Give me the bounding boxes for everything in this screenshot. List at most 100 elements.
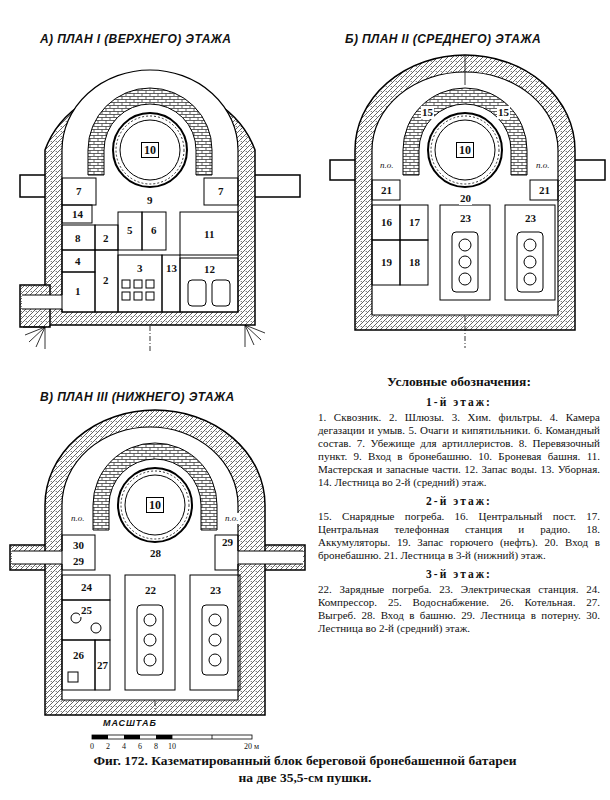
plan-upper-floor-part-part (188, 280, 206, 306)
plan-upper-floor-part-part (204, 178, 238, 205)
plan-upper-floor-part-part (212, 280, 230, 306)
plan-upper-floor-part (120, 120, 180, 180)
plan-middle-floor-part (372, 180, 558, 300)
turret-number: 10 (146, 497, 164, 513)
plan-middle-floor-part-part (459, 239, 471, 251)
plan-upper-floor (20, 70, 300, 352)
plan-middle-floor-part-part (372, 240, 400, 285)
plan-lower-floor-part (125, 475, 185, 535)
plan-lower-floor-part-part (68, 672, 78, 682)
scale-number: 0 (90, 742, 94, 751)
plan-middle-floor (330, 55, 605, 348)
plan-lower-floor-part-part (202, 605, 228, 675)
scale-number: 8 (154, 742, 158, 751)
plan-upper-floor-part (116, 116, 184, 184)
callout-number: 28 (149, 547, 162, 560)
plan-lower-floor-part-part (144, 654, 156, 666)
scale-number: 10 (168, 742, 176, 751)
callout-number: 14 (71, 208, 84, 221)
plan-middle-floor-part-part (524, 239, 536, 251)
plan-upper-floor-part-part (146, 280, 154, 288)
callout-number: 11 (203, 228, 215, 241)
plan-lower-floor-part (236, 551, 303, 564)
turret-number: 10 (456, 142, 474, 158)
plan-upper-floor-part (150, 326, 151, 352)
plan-upper-floor-part-part (95, 250, 118, 312)
plan-middle-floor-part (435, 120, 495, 180)
callout-number: 4 (74, 255, 82, 268)
callout-number: 23 (209, 584, 222, 597)
callout-number: 1 (74, 285, 82, 298)
callout-number: 25 (80, 604, 93, 617)
callout-number: 12 (203, 263, 216, 276)
turret-number: 10 (141, 142, 159, 158)
legend-text: 15. Снарядные погреба. 16. Центральный п… (318, 510, 600, 562)
callout-number: 23 (459, 212, 472, 225)
scale-number: 4 (122, 742, 126, 751)
plan-lower-floor-part-part (209, 614, 221, 626)
wall-note: п.о. (379, 160, 395, 171)
armored-turret: 10 (117, 467, 193, 543)
plan-upper-floor-part-part (95, 225, 118, 250)
plan-upper-floor-part (23, 327, 45, 349)
plan-middle-floor-part (465, 55, 466, 85)
plan-lower-floor-part-part (215, 535, 238, 570)
armored-turret: 10 (427, 112, 503, 188)
plan-upper-floor-part-part (146, 292, 154, 300)
plan-heading: Б) ПЛАН II (СРЕДНЕГО) ЭТАЖА (345, 32, 541, 46)
plan-heading: В) ПЛАН III (НИЖНЕГО) ЭТАЖА (40, 390, 235, 404)
callout-number: 29 (72, 555, 85, 568)
callout-number: 17 (408, 216, 421, 229)
scale-bar-part (172, 735, 212, 739)
callout-number: 15 (497, 106, 510, 119)
scale-bar (92, 735, 252, 739)
plan-middle-floor-part-part (400, 205, 428, 240)
armored-turret: 10 (112, 112, 188, 188)
plan-lower-floor-part-part (190, 575, 240, 690)
callout-number: 16 (380, 216, 393, 229)
callout-number: 2 (102, 274, 110, 287)
wall-note: п.о. (70, 513, 86, 524)
scale-number: 6 (138, 742, 142, 751)
scale-title: МАСШТАБ (103, 718, 157, 728)
plan-upper-floor-part (22, 295, 64, 309)
plan-lower-floor-part (93, 443, 217, 530)
plan-middle-floor-part-part (459, 256, 471, 268)
plan-middle-floor-part-part (452, 232, 478, 292)
plan-upper-floor-part-part (62, 250, 95, 272)
plan-middle-floor-part (431, 116, 499, 184)
callout-number: 6 (150, 224, 158, 237)
plan-upper-floor-part-part (118, 212, 142, 250)
callout-number: 21 (538, 184, 551, 197)
plan-middle-floor-part-part (524, 256, 536, 268)
plan-lower-floor-part-part (62, 640, 95, 690)
plan-upper-floor-part (62, 70, 238, 312)
plan-middle-floor-part (403, 88, 527, 175)
plan-upper-floor-part-part (162, 255, 180, 312)
plan-lower-floor-part (62, 427, 238, 700)
plan-upper-floor-part-part (122, 280, 130, 288)
legend-heading: 1-й этаж: (318, 396, 600, 408)
plan-lower-floor-part (45, 410, 265, 715)
callout-number: 9 (146, 194, 154, 207)
plan-upper-floor-part-part (142, 212, 166, 250)
wall-note: п.о. (224, 513, 240, 524)
callout-number: 23 (524, 212, 537, 225)
scale-number: 2 (106, 742, 110, 751)
plan-upper-floor-part-part (122, 292, 130, 300)
plan-middle-floor-part-part (372, 205, 400, 240)
plan-lower-floor-part-part (62, 575, 110, 600)
plan-upper-floor-part-part (62, 178, 96, 205)
plan-middle-floor-part-part (440, 205, 490, 300)
callout-number: 27 (96, 659, 109, 672)
plan-middle-floor-part-part (459, 273, 471, 285)
plan-lower-floor-part-part (95, 640, 110, 690)
callout-number: 19 (380, 256, 393, 269)
callout-number: 8 (74, 232, 82, 245)
callout-number: 26 (72, 649, 85, 662)
plan-lower-floor-part (121, 471, 189, 539)
plan-lower-floor-part-part (209, 654, 221, 666)
plan-middle-floor-part-part (524, 273, 536, 285)
callout-number: 24 (80, 581, 93, 594)
